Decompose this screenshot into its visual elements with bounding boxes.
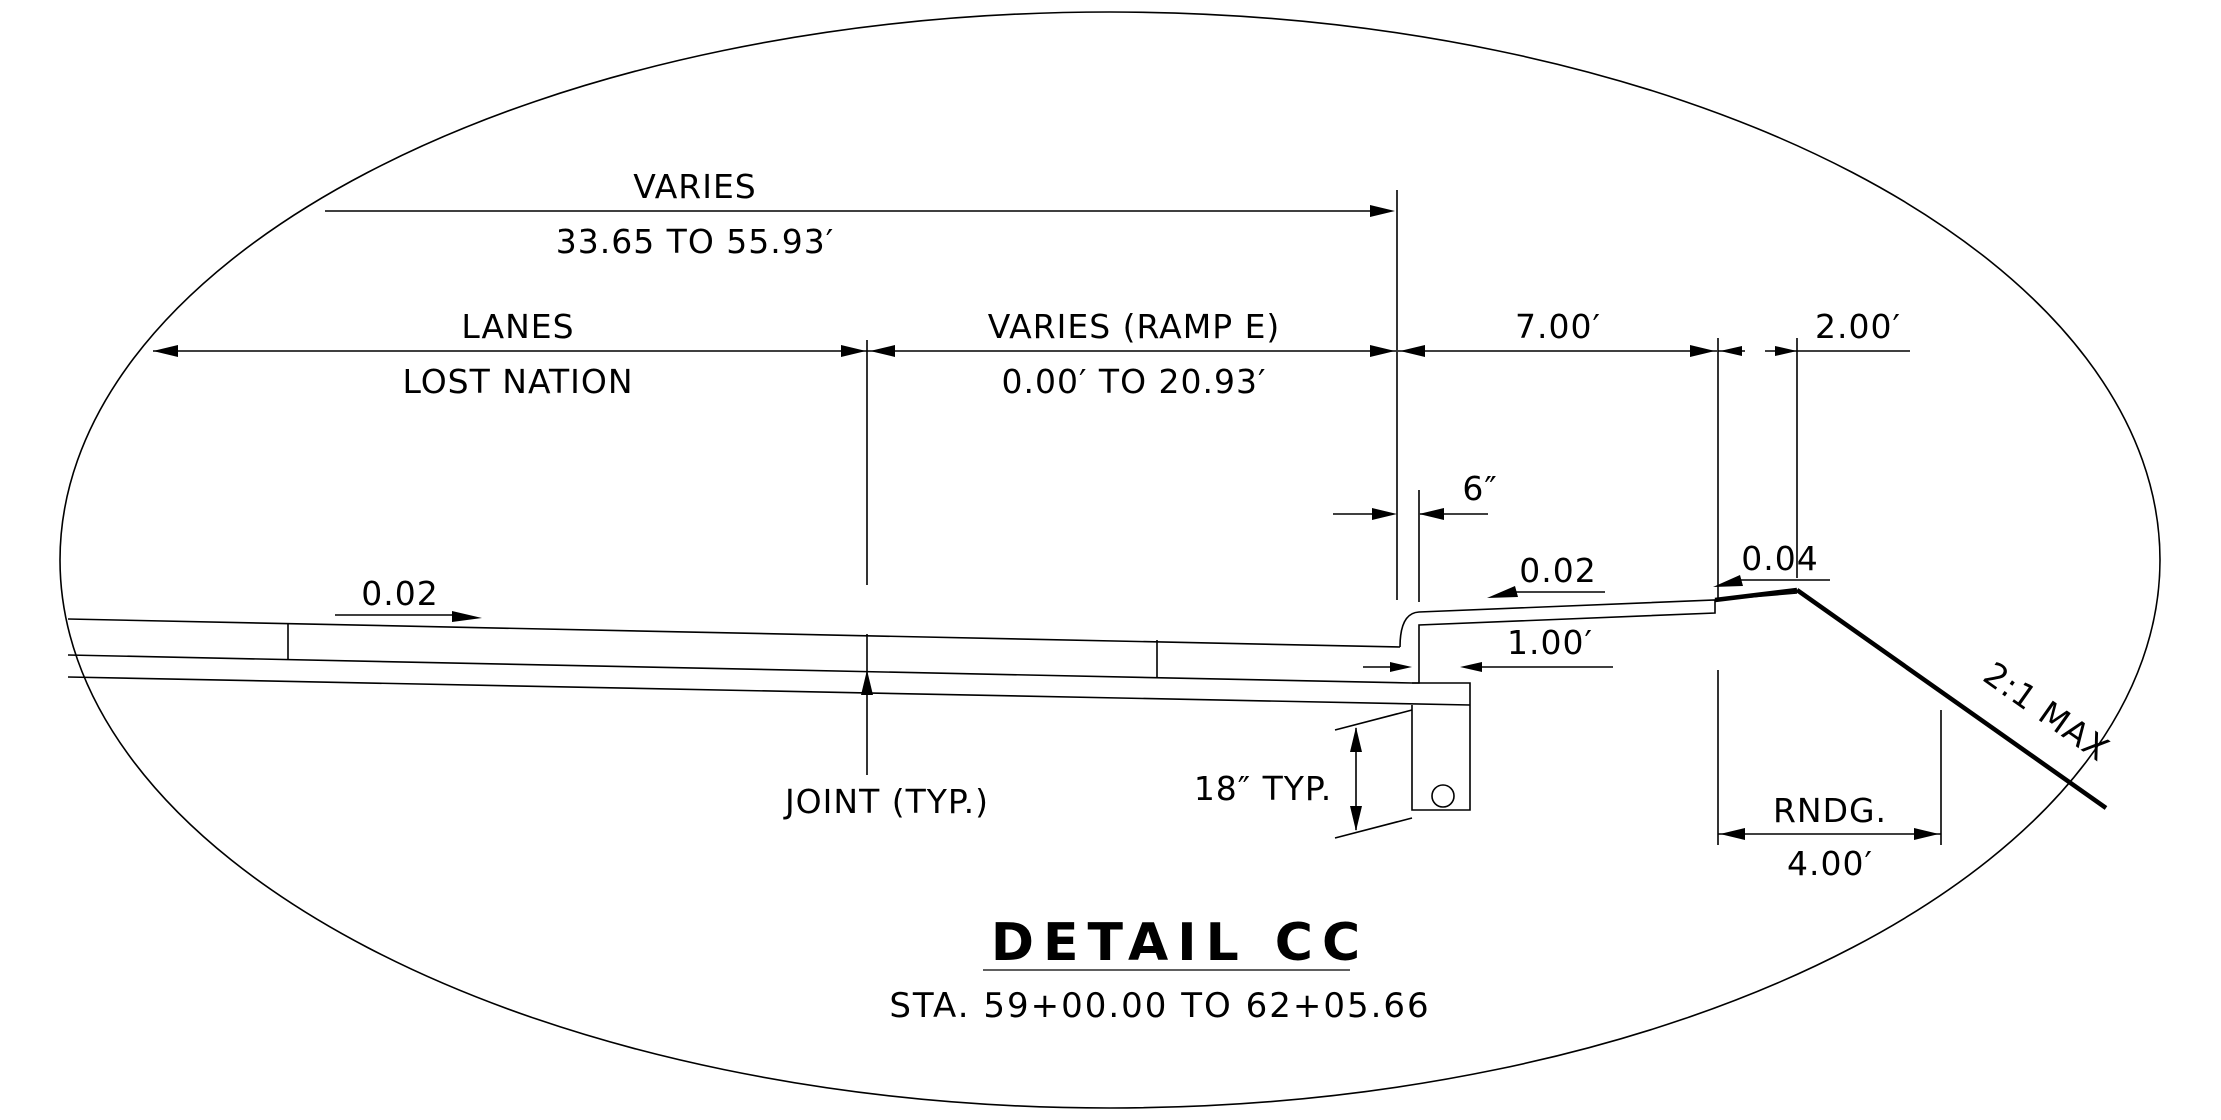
rounding-slope-label: 0.04 xyxy=(1713,539,1830,587)
overall-label: VARIES xyxy=(633,167,757,206)
shoulder-width: 7.00′ xyxy=(1515,307,1601,346)
pavement-section xyxy=(67,618,1471,706)
rounding-label: RNDG. xyxy=(1773,791,1887,830)
ramp-dimension: VARIES (RAMP E) 0.00′ TO 20.93′ xyxy=(868,307,1396,401)
overall-dimension: VARIES 33.65 TO 55.93′ xyxy=(325,167,1398,600)
lanes-name: LOST NATION xyxy=(402,362,633,401)
pavement-slope-value: 0.02 xyxy=(361,574,438,613)
ramp-label: VARIES (RAMP E) xyxy=(988,307,1281,346)
shoulder-dimension: 7.00′ xyxy=(1398,307,1719,600)
rounding-slope-value: 0.04 xyxy=(1741,539,1818,578)
ramp-value: 0.00′ TO 20.93′ xyxy=(1001,362,1266,401)
pavement-slope: 0.02 xyxy=(335,574,482,622)
detail-boundary-ellipse xyxy=(59,11,2161,1109)
rounding-offset-dimension: 2.00′ xyxy=(1718,307,1910,578)
lanes-dimension: LANES LOST NATION xyxy=(153,307,868,585)
curb-width: 6″ xyxy=(1462,469,1497,508)
shoulder-slope-label: 0.02 xyxy=(1487,551,1605,598)
shoulder-slope xyxy=(1714,587,2108,810)
detail-title: DETAIL CC xyxy=(991,913,1369,973)
joint-callout: JOINT (TYP.) xyxy=(783,670,989,821)
curb-depth-dimension: 18″ TYP. xyxy=(1194,709,1413,839)
curb-offset-dimension: 1.00′ xyxy=(1363,623,1613,672)
curb-width-dimension: 6″ xyxy=(1333,469,1497,602)
rounding-dimension: RNDG. 4.00′ xyxy=(1717,670,1942,883)
lanes-label: LANES xyxy=(461,307,574,346)
curb-and-gutter xyxy=(1399,599,1716,811)
shoulder-slope-value: 0.02 xyxy=(1519,551,1596,590)
rounding-offset: 2.00′ xyxy=(1815,307,1901,346)
curb-offset: 1.00′ xyxy=(1507,623,1593,662)
station-range: STA. 59+00.00 TO 62+05.66 xyxy=(889,986,1430,1026)
rounding-width: 4.00′ xyxy=(1787,844,1873,883)
overall-value: 33.65 TO 55.93′ xyxy=(556,222,835,261)
curb-depth: 18″ TYP. xyxy=(1194,769,1332,808)
side-slope-label: 2:1 MAX xyxy=(1976,654,2116,769)
detail-title-block: DETAIL CC STA. 59+00.00 TO 62+05.66 xyxy=(889,913,1430,1026)
joint-label: JOINT (TYP.) xyxy=(783,782,989,821)
